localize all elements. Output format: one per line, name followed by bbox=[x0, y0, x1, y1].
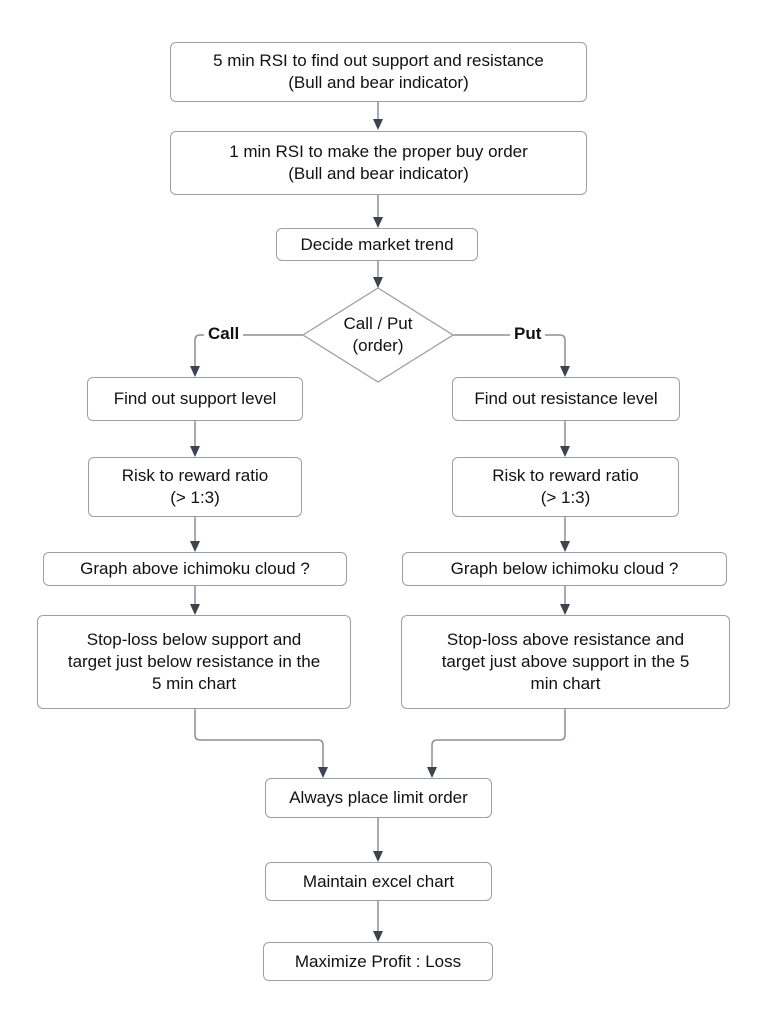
node-text-line: Find out support level bbox=[113, 389, 277, 408]
node-text-line: target just below resistance in the bbox=[67, 652, 321, 671]
node-graph-above-ichimoku: Graph above ichimoku cloud ? bbox=[43, 552, 347, 586]
node-text-line: (> 1:3) bbox=[540, 488, 591, 507]
connector-lines bbox=[194, 102, 566, 931]
node-text-line: Maintain excel chart bbox=[302, 871, 455, 891]
arrowhead-icon bbox=[190, 366, 200, 377]
arrowhead-icon bbox=[373, 277, 383, 288]
node-text-line: (Bull and bear indicator) bbox=[288, 73, 469, 92]
node-text-line: Decide market trend bbox=[300, 234, 454, 254]
node-text-line: Risk to reward ratio bbox=[121, 466, 269, 485]
decision-call-put: Call / Put (order) bbox=[303, 288, 453, 382]
node-text-line: (Bull and bear indicator) bbox=[288, 164, 469, 183]
arrowhead-icon bbox=[427, 767, 437, 778]
arrowhead-icon bbox=[560, 366, 570, 377]
branch-label-put: Put bbox=[510, 324, 546, 344]
node-maximize-profit-loss: Maximize Profit : Loss bbox=[263, 942, 493, 981]
node-graph-below-ichimoku: Graph below ichimoku cloud ? bbox=[402, 552, 727, 586]
node-risk-reward-put: Risk to reward ratio (> 1:3) bbox=[452, 457, 679, 517]
node-text-line: Call / Put bbox=[343, 314, 413, 333]
node-maintain-excel-chart: Maintain excel chart bbox=[265, 862, 492, 901]
node-text-line: Find out resistance level bbox=[474, 389, 658, 408]
node-text-line: Risk to reward ratio bbox=[492, 466, 639, 485]
decision-diamond-shape bbox=[301, 287, 455, 383]
arrowhead-icon bbox=[190, 604, 200, 615]
node-text-line: Maximize Profit : Loss bbox=[294, 951, 462, 971]
connector-line bbox=[194, 334, 303, 366]
node-text-line: Graph below ichimoku cloud ? bbox=[450, 559, 679, 578]
node-rsi-1min: 1 min RSI to make the proper buy order (… bbox=[170, 131, 587, 195]
node-risk-reward-call: Risk to reward ratio (> 1:3) bbox=[88, 457, 302, 517]
arrowhead-icon bbox=[373, 119, 383, 130]
arrowhead-icon bbox=[190, 541, 200, 552]
node-text-line: 1 min RSI to make the proper buy order bbox=[229, 142, 528, 161]
node-text-line: 5 min RSI to find out support and resist… bbox=[213, 51, 544, 70]
node-text-line: Stop-loss above resistance and bbox=[446, 630, 685, 649]
node-stoploss-put: Stop-loss above resistance and target ju… bbox=[401, 615, 730, 709]
node-text-line: Graph above ichimoku cloud ? bbox=[80, 559, 310, 578]
arrowhead-icon bbox=[560, 446, 570, 457]
connector-line bbox=[453, 334, 566, 366]
connector-line bbox=[431, 709, 566, 767]
connector-arrowheads bbox=[190, 119, 570, 942]
node-rsi-5min: 5 min RSI to find out support and resist… bbox=[170, 42, 587, 102]
node-place-limit-order: Always place limit order bbox=[265, 778, 492, 818]
arrowhead-icon bbox=[373, 931, 383, 942]
node-text-line: Always place limit order bbox=[289, 788, 468, 807]
arrowhead-icon bbox=[190, 446, 200, 457]
node-stoploss-call: Stop-loss below support and target just … bbox=[37, 615, 351, 709]
connector-line bbox=[194, 709, 324, 767]
branch-label-call: Call bbox=[204, 324, 244, 344]
arrowhead-icon bbox=[560, 604, 570, 615]
node-text-line: Stop-loss below support and bbox=[86, 630, 302, 649]
arrowhead-icon bbox=[560, 541, 570, 552]
arrowhead-icon bbox=[373, 217, 383, 228]
node-find-resistance-level: Find out resistance level bbox=[452, 377, 680, 421]
node-text-line: (> 1:3) bbox=[170, 488, 220, 507]
node-decide-market-trend: Decide market trend bbox=[276, 228, 478, 261]
node-find-support-level: Find out support level bbox=[87, 377, 303, 421]
node-text-line: (order) bbox=[352, 336, 404, 355]
node-text-line: 5 min chart bbox=[151, 674, 237, 693]
arrowhead-icon bbox=[373, 851, 383, 862]
arrowhead-icon bbox=[318, 767, 328, 778]
node-text-line: min chart bbox=[530, 674, 601, 693]
node-text-line: target just above support in the 5 bbox=[441, 652, 690, 671]
